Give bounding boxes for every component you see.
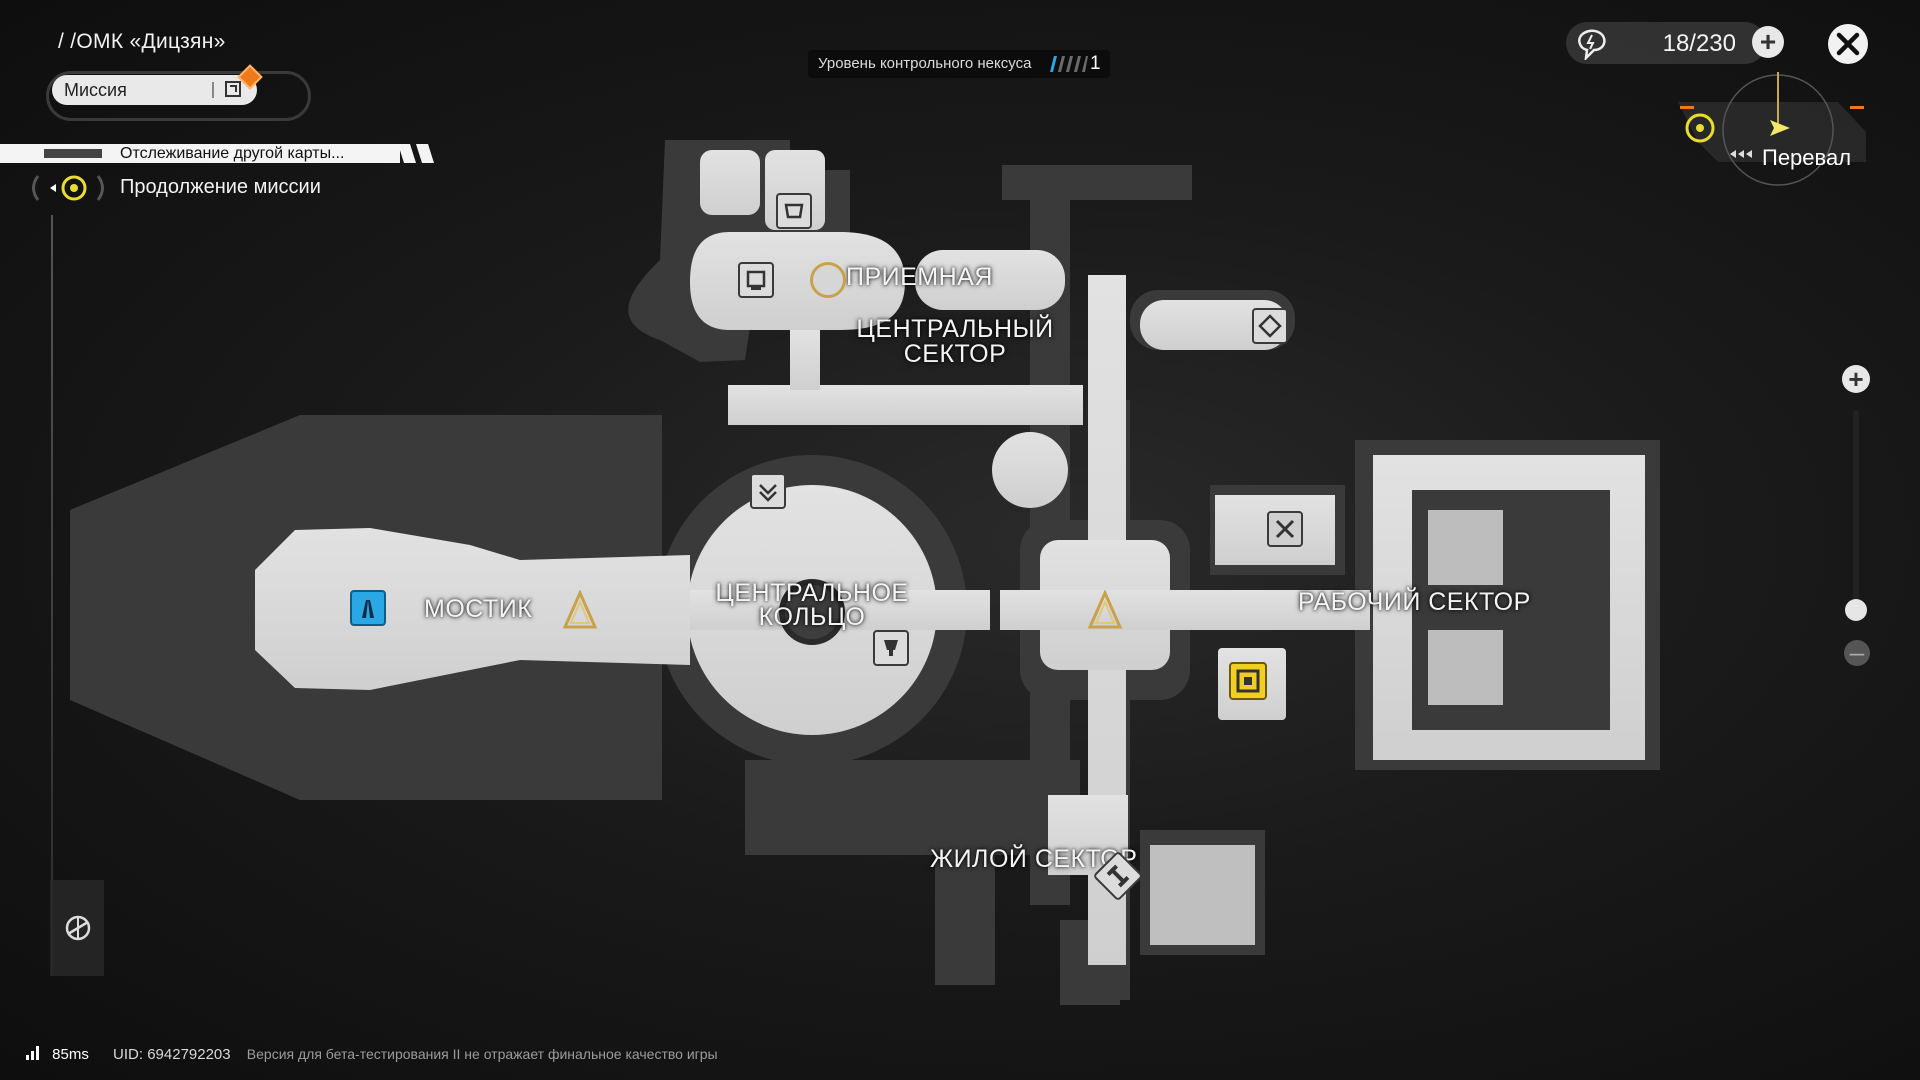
- uid-text: UID: 6942792203: [113, 1046, 231, 1063]
- trophy-icon[interactable]: [873, 630, 909, 666]
- puzzle-yellow-icon[interactable]: [1229, 662, 1267, 700]
- stamina-value: 18/230: [1662, 30, 1736, 57]
- map-label-bridge: МОСТИК: [424, 595, 533, 623]
- tracking-other-map-bar[interactable]: Отслеживание другой карты...: [0, 144, 400, 163]
- left-rail: [51, 215, 53, 975]
- footer-status: 85ms UID: 6942792203 Версия для бета-тес…: [26, 1046, 718, 1063]
- exchange-icon[interactable]: [1252, 308, 1288, 344]
- zoom-slider-thumb[interactable]: [1845, 599, 1867, 621]
- close-icon: [1836, 32, 1860, 56]
- minimap-region-label: Перевал: [1762, 145, 1852, 170]
- nexus-level-value: 1: [1090, 53, 1101, 74]
- rank-chevron-icon[interactable]: [750, 473, 786, 509]
- sanity-stamina-icon: [1578, 29, 1606, 60]
- tracking-text: Отслеживание другой карты...: [120, 145, 345, 162]
- nexus-level-bars-icon: [1050, 56, 1088, 72]
- central-ring-core-inner: [785, 585, 839, 639]
- close-map-button[interactable]: [1828, 24, 1868, 64]
- crossed-tools-icon[interactable]: [1267, 511, 1303, 547]
- map-label-central-sector-line1: ЦЕНТРАЛЬНЫЙ: [856, 315, 1054, 343]
- signal-strength-icon: [26, 1046, 39, 1060]
- zoom-slider-track[interactable]: [1853, 410, 1859, 615]
- gold-relay-marker-icon-2[interactable]: [1085, 590, 1125, 630]
- mission-separator: [212, 82, 214, 98]
- zoom-out-button[interactable]: –: [1844, 639, 1870, 666]
- map-label-central-sector-line2: СЕКТОР: [903, 340, 1007, 368]
- mission-label: Миссия: [64, 80, 127, 100]
- mission-pill-frame: [46, 71, 311, 121]
- mission-switch-icon[interactable]: [224, 80, 242, 98]
- tracking-tag: [44, 149, 102, 158]
- location-title: / /ОМК «Дицзян»: [58, 30, 226, 53]
- stamina-add-button[interactable]: +: [1752, 26, 1784, 58]
- map-label-work-sector: РАБОЧИЙ СЕКТОР: [1298, 588, 1531, 616]
- map-label-central-ring-line2: КОЛЬЦО: [758, 603, 866, 631]
- map-label-reception: ПРИЕМНАЯ: [846, 263, 993, 291]
- mission-button[interactable]: Миссия: [52, 75, 257, 105]
- map-layers-icon[interactable]: [62, 912, 94, 944]
- zoom-in-button[interactable]: +: [1842, 365, 1870, 393]
- beta-version-note: Версия для бета-тестирования II не отраж…: [246, 1046, 718, 1062]
- nexus-label: Уровень контрольного нексуса: [818, 55, 1032, 72]
- continue-mission-text: Продолжение миссии: [120, 176, 321, 198]
- control-nexus-level-indicator: Уровень контрольного нексуса 1: [808, 50, 1110, 78]
- tracking-arrows-icon: [398, 144, 434, 163]
- reception-gold-ring-icon[interactable]: [810, 262, 846, 298]
- shop-cart-icon[interactable]: [776, 193, 812, 229]
- gold-relay-marker-icon[interactable]: [560, 590, 600, 630]
- continue-mission-target-icon[interactable]: [30, 172, 106, 204]
- minimap-pass-region[interactable]: [1678, 72, 1866, 190]
- stamina-panel: [1566, 22, 1766, 64]
- ping-value: 85ms: [52, 1046, 89, 1063]
- teleport-waypoint-icon[interactable]: [350, 590, 386, 626]
- map-label-central-ring-line1: ЦЕНТРАЛЬНОЕ: [715, 579, 909, 607]
- terminal-icon[interactable]: [738, 262, 774, 298]
- living-sector-gym-icon[interactable]: [1092, 850, 1144, 902]
